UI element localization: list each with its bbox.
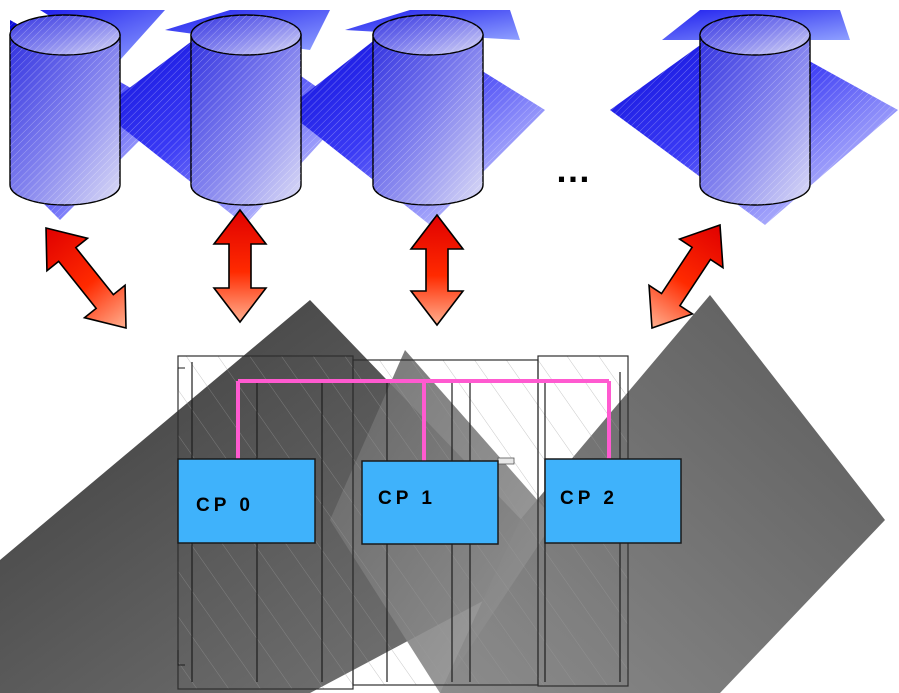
disk4-link-arrow (648, 223, 724, 330)
processor-cp2: CP 2 (544, 458, 682, 544)
ellipsis-text: … (555, 149, 593, 190)
disk2-link-arrow (212, 208, 268, 324)
interconnect-bus (236, 379, 611, 461)
disk-cylinder-icon (9, 14, 121, 206)
processor-label-cp2: CP 2 (560, 488, 618, 509)
disk1-link-arrow (45, 226, 127, 330)
processor-cp1: CP 1 (361, 460, 499, 545)
processor-label-cp0: CP 0 (196, 495, 254, 516)
disk3-link-arrow (409, 213, 465, 327)
disk-cylinder-icon (190, 14, 302, 206)
disk-cylinder-icon (372, 14, 484, 206)
disk-cylinder-icon (699, 14, 811, 206)
processor-cp0: CP 0 (177, 458, 316, 544)
processor-label-cp1: CP 1 (378, 488, 436, 509)
